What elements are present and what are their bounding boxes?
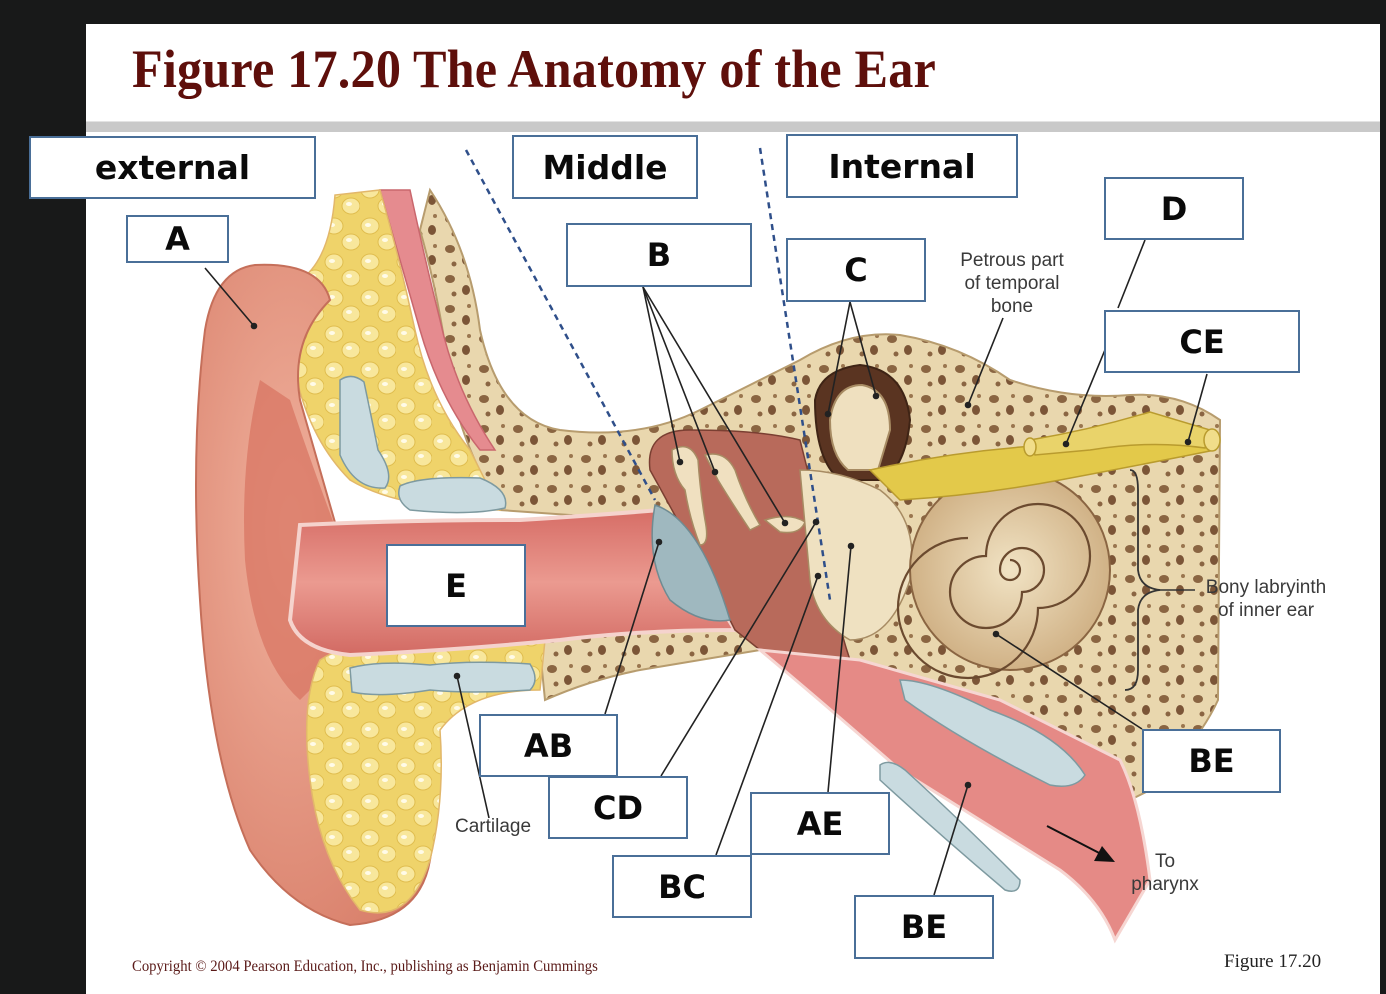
annotation-line: Petrous part	[960, 250, 1064, 271]
label-answer-e[interactable]: E	[386, 544, 526, 627]
label-answer-ce[interactable]: CE	[1104, 310, 1300, 373]
pharynx-arrow	[1046, 825, 1106, 857]
label-answer-d[interactable]: D	[1104, 177, 1244, 240]
label-answer-ae[interactable]: AE	[750, 792, 890, 855]
incus	[703, 453, 762, 531]
label-answer-c[interactable]: C	[786, 238, 926, 302]
temporalis-muscle	[379, 189, 497, 451]
semicircular-canal-loop	[828, 383, 892, 471]
label-answer-bc[interactable]: BC	[612, 855, 752, 918]
label-answer-a[interactable]: A	[126, 215, 229, 263]
annotation-line: of inner ear	[1217, 600, 1315, 621]
copyright-notice: Copyright © 2004 Pearson Education, Inc.…	[132, 958, 598, 975]
title-divider	[86, 121, 1380, 132]
annotation-line: Bony labryinth	[1205, 577, 1327, 598]
figure-reference: Figure 17.20	[1224, 951, 1322, 972]
annotation-cartilage: Cartilage	[455, 816, 532, 837]
figure-title: Figure 17.20 The Anatomy of the Ear	[132, 39, 936, 99]
tube-cartilage-2	[879, 761, 1021, 892]
annotation-to-pharynx: To pharynx	[1124, 850, 1206, 896]
label-answer-be-bottom[interactable]: BE	[854, 895, 994, 959]
annotation-petrous-bone: Petrous part of temporal bone	[950, 249, 1074, 318]
divider-external-middle	[464, 149, 657, 501]
label-region-external[interactable]: external	[29, 136, 316, 199]
label-answer-b[interactable]: B	[566, 223, 752, 287]
annotation-line: bone	[990, 296, 1034, 317]
malleus	[671, 445, 708, 546]
annotation-bony-labyrinth: Bony labryinth of inner ear	[1196, 576, 1336, 622]
cartilage-lower	[349, 661, 536, 696]
annotation-line: pharynx	[1131, 874, 1199, 895]
label-region-internal[interactable]: Internal	[786, 134, 1018, 198]
leader-lines	[204, 239, 1208, 896]
cartilage-upper-1	[339, 375, 390, 489]
tube-cartilage-1	[899, 679, 1086, 787]
annotation-line: of temporal	[964, 273, 1060, 294]
label-region-middle[interactable]: Middle	[512, 135, 698, 199]
cochlea-spiral	[896, 502, 1092, 680]
annotation-line: To	[1154, 851, 1176, 872]
cochlea	[909, 469, 1111, 671]
label-answer-be-right[interactable]: BE	[1142, 729, 1281, 793]
cartilage-upper-2	[398, 476, 507, 514]
label-answer-ab[interactable]: AB	[479, 714, 618, 777]
label-answer-cd[interactable]: CD	[548, 776, 688, 839]
